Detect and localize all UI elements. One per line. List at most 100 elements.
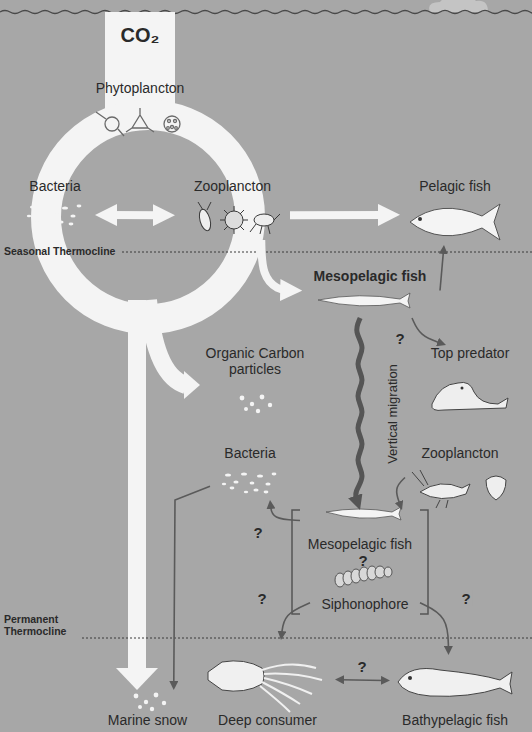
question-mark: ? (393, 330, 406, 347)
phytoplankton-icons-part (105, 117, 119, 131)
zooplankton-icons-part (254, 214, 274, 226)
organism-node: Zooplancton (175, 178, 290, 240)
seal-icon-part (461, 387, 464, 390)
organism-node: Mesopelagic fish (300, 510, 420, 552)
node-label: Mesopelagic fish (314, 268, 427, 284)
flow-arrow (261, 240, 289, 290)
zooplankton-icons-part (198, 202, 211, 210)
flow-arrow (440, 250, 444, 290)
mesopelagic-fish-icon (318, 293, 410, 520)
bathypelagic-fish-icon-part (398, 669, 512, 697)
deep-zooplankton-icons-part (420, 484, 470, 499)
seal-icon-part (432, 382, 508, 410)
bathypelagic-fish-icon (398, 669, 512, 697)
phytoplankton-icons-part (126, 108, 154, 132)
zooplankton-icons (197, 202, 280, 234)
squid-icon-part (208, 661, 264, 691)
node-label: Bacteria (224, 445, 275, 461)
migration-label: Vertical migration (385, 362, 400, 466)
organism-node: Bathypelagic fish (390, 655, 520, 728)
organism-node: Bacteria (210, 445, 290, 500)
mesopelagic-fish-icon-part (318, 293, 410, 308)
flow-arrow (282, 603, 310, 635)
layer-label: Permanent Thermocline (4, 614, 80, 637)
squid-icon-part (260, 664, 322, 712)
deep-zooplankton-icons-part (486, 476, 506, 500)
flow-arrow (412, 318, 441, 343)
node-label: Deep consumer (218, 712, 317, 728)
zooplankton-icons-part (250, 214, 280, 234)
organism-node: Marine snow (95, 690, 200, 728)
phytoplankton-icons-part (96, 112, 124, 136)
node-label: Zooplancton (194, 178, 271, 194)
zooplankton-icons-part (197, 208, 212, 232)
cloud (429, 0, 488, 12)
phytoplankton-icons-part (174, 120, 177, 123)
flow-arrow (271, 505, 300, 520)
question-mark: ? (251, 524, 264, 541)
organism-node: Organic Carbon particles (200, 345, 310, 412)
organism-node: Pelagic fish (400, 178, 510, 245)
phytoplankton-icons-part (175, 127, 178, 130)
pelagic-fish-icon-part (410, 204, 500, 240)
layer-label: Seasonal Thermocline (4, 246, 122, 258)
node-label: Zooplancton (421, 445, 498, 461)
phytoplankton-icons-part (164, 116, 180, 132)
bacteria-icons-part (27, 204, 82, 225)
carbon-cycle-part (46, 115, 250, 319)
bathypelagic-fish-icon-part (408, 676, 412, 680)
flow-arrow (174, 486, 210, 684)
node-label: Pelagic fish (419, 178, 491, 194)
organic-carbon-dots-part (240, 395, 273, 414)
organic-carbon-dots-part (134, 693, 167, 712)
question-mark: ? (350, 553, 376, 570)
node-label: Marine snow (108, 712, 187, 728)
flow-arrow (356, 318, 362, 501)
deep-zooplankton-icons-part (412, 470, 448, 508)
flow-arrow (108, 211, 162, 219)
pelagic-fish-icon (410, 204, 500, 240)
bacteria-icons-part (222, 472, 277, 493)
bracket-part (292, 510, 300, 614)
node-label: Bathypelagic fish (402, 712, 508, 728)
pelagic-fish-icon-part (418, 217, 422, 221)
carbon-cycle-part (116, 668, 158, 690)
node-label: Organic Carbon particles (200, 345, 310, 377)
organism-node: Phytoplancton (85, 80, 195, 138)
carbon-cycle-part (148, 300, 186, 385)
organism-node: Siphonophore (310, 566, 420, 612)
deep-zooplankton-icons (412, 470, 506, 508)
organism-node: Bacteria (15, 178, 95, 228)
carbon-cycle-part (128, 300, 146, 670)
siphonophore-icon-part (384, 567, 392, 577)
phytoplankton-icons-part (168, 120, 171, 123)
carbon-cycle-part (184, 371, 200, 399)
question-mark: ? (355, 658, 368, 675)
seasonal-thermocline-line (122, 252, 532, 253)
node-label: Phytoplancton (96, 80, 185, 96)
seal-icon (432, 382, 508, 410)
siphonophore-icon (335, 566, 392, 587)
organism-node: Top predator (430, 345, 510, 412)
question-mark: ? (459, 590, 472, 607)
gas-label: CO₂ (105, 24, 175, 46)
permanent-thermocline-line (82, 638, 532, 639)
sea-surface (0, 11, 532, 14)
organism-node: Deep consumer (200, 640, 335, 728)
phytoplankton-icons (96, 108, 180, 136)
zooplankton-icons-part (220, 206, 248, 234)
organic-carbon-dots (134, 395, 273, 712)
node-label: Siphonophore (321, 596, 408, 612)
flow-arrow (290, 211, 387, 219)
flow-arrow (420, 603, 448, 650)
flow-arrow (340, 679, 384, 681)
bracket-part (420, 510, 428, 614)
question-mark: ? (255, 590, 268, 607)
squid-icon (208, 661, 322, 712)
bracket (292, 510, 428, 614)
flow-arrow (397, 478, 405, 505)
phytoplankton-icons-part (171, 126, 174, 129)
node-label: Mesopelagic fish (308, 536, 412, 552)
organism-node: Zooplancton (405, 445, 515, 510)
